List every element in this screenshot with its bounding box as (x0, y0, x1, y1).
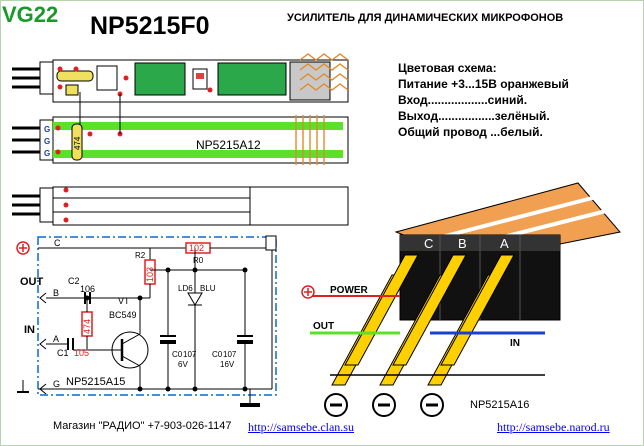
legend-title: Цветовая схема: (398, 61, 497, 75)
legend-power: Питание +3...15В оранжевый (398, 77, 569, 91)
led-color: BLU (200, 284, 216, 293)
shop-contact: Магазин "РАДИО" +7-903-026-1147 (53, 420, 232, 432)
connector-drawing (301, 182, 621, 417)
cap-b-voltage: 16V (220, 360, 235, 369)
board-side-view (12, 92, 349, 165)
board-resistor-label: 474 (73, 136, 82, 150)
r0-label: R0 (193, 256, 204, 265)
r2-label: R2 (135, 251, 146, 260)
schematic-label: NP5215A15 (66, 376, 125, 388)
pin-c-label: C (54, 238, 61, 248)
diagram-id: VG22 (2, 2, 59, 27)
c1-label: C1 (57, 348, 69, 358)
legend-output: Выход.................зелёный. (398, 109, 550, 123)
c2-value: 106 (80, 284, 95, 294)
power-label: POWER (330, 285, 369, 296)
r0-value: 102 (189, 243, 204, 253)
board-pin-g3: G (44, 149, 50, 158)
cap-a-voltage: 6V (178, 360, 188, 369)
connector-labels: C B A POWER OUT IN NP5215A16 (313, 236, 529, 411)
cap-b-value: 107 (223, 350, 237, 359)
connector-label: NP5215A16 (470, 399, 529, 411)
pin-a-label: A (53, 334, 59, 344)
c2-label: C2 (68, 276, 80, 286)
in-label: IN (24, 324, 35, 336)
legend-ground: Общий провод ...белый. (398, 125, 543, 139)
board-top-view (12, 53, 349, 103)
board-pin-g2: G (44, 137, 50, 146)
schematic (16, 235, 277, 407)
site-link-clan[interactable]: http://samsebe.clan.su (248, 420, 354, 434)
model-title: NP5215F0 (90, 12, 210, 40)
led-label: LD6 (178, 284, 193, 293)
cap-b-label: C0 (212, 350, 223, 359)
cap-a-value: 107 (183, 350, 197, 359)
pin-g-label: G (53, 379, 60, 389)
out-label: OUT (20, 276, 44, 288)
connector-letter-b: B (458, 236, 467, 251)
connector-letter-a: A (500, 236, 509, 251)
c1-value: 105 (74, 348, 89, 358)
cap-a-label: C0 (172, 350, 183, 359)
schematic-labels: C B A G OUT IN C2 106 C1 105 474 R2 103 … (20, 238, 237, 389)
r2-value: 103 (145, 267, 155, 282)
site-link-narod[interactable]: http://samsebe.narod.ru (497, 420, 610, 434)
vt-label: VT (118, 296, 130, 306)
subtitle: УСИЛИТЕЛЬ ДЛЯ ДИНАМИЧЕСКИХ МИКРОФОНОВ (287, 12, 564, 24)
board-labels: G G G 474 NP5215A12 (44, 125, 261, 158)
board-bottom-view (12, 186, 349, 226)
board-pin-g1: G (44, 125, 50, 134)
connector-out-label: OUT (313, 321, 334, 332)
color-scheme-legend: Цветовая схема: Питание +3...15В оранжев… (398, 60, 569, 140)
connector-in-label: IN (510, 338, 520, 349)
legend-input: Вход..................синий. (398, 93, 528, 107)
board-label: NP5215A12 (196, 138, 261, 152)
pin-b-label: B (53, 288, 59, 298)
transistor-model: BC549 (109, 310, 137, 320)
connector-letter-c: C (424, 236, 433, 251)
r1-value: 474 (82, 319, 92, 334)
